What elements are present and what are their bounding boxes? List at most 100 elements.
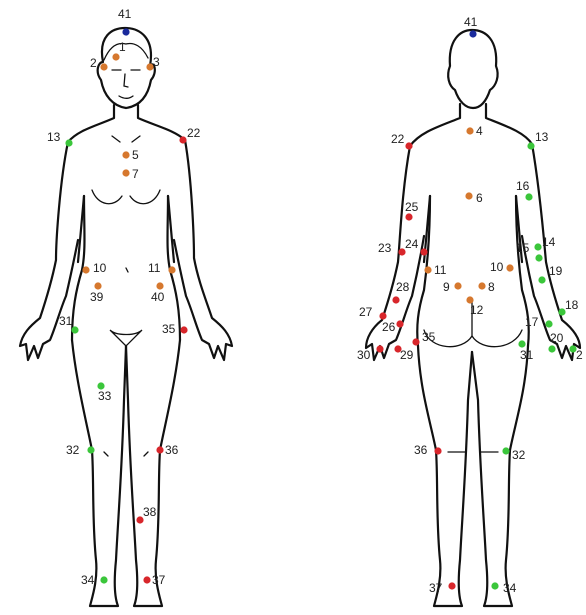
back-point-label-35: 35: [422, 330, 436, 344]
back-point-marker-20: [548, 345, 555, 352]
back-point-label-14: 14: [542, 235, 556, 249]
back-point-marker-35: [412, 338, 419, 345]
back-point-marker-13: [527, 142, 534, 149]
front-point-label-1: 1: [119, 40, 126, 54]
back-point-label-16: 16: [516, 179, 530, 193]
back-point-label-37: 37: [429, 581, 443, 595]
back-point-marker-25: [405, 213, 412, 220]
front-point-label-7: 7: [132, 167, 139, 181]
back-point-label-29: 29: [400, 348, 414, 362]
front-point-marker-22: [179, 136, 186, 143]
back-point-label-20: 20: [550, 331, 564, 345]
back-point-marker-37: [448, 582, 455, 589]
back-point-marker-34: [491, 582, 498, 589]
back-point-marker-36: [434, 447, 441, 454]
back-point-label-9: 9: [443, 280, 450, 294]
front-point-label-34: 34: [81, 573, 95, 587]
back-point-label-36: 36: [414, 443, 428, 457]
front-point-label-3: 3: [153, 55, 160, 69]
front-point-label-32: 32: [66, 443, 80, 457]
back-point-label-19: 19: [549, 264, 563, 278]
back-point-label-34: 34: [503, 581, 517, 595]
front-point-label-10: 10: [93, 261, 107, 275]
back-point-marker-9: [454, 282, 461, 289]
back-point-label-11: 11: [434, 263, 447, 277]
back-point-label-32: 32: [512, 448, 526, 462]
back-point-label-26: 26: [382, 320, 396, 334]
back-point-label-8: 8: [488, 280, 495, 294]
back-point-marker-31: [518, 340, 525, 347]
back-point-label-27: 27: [359, 305, 373, 319]
front-point-marker-35: [180, 326, 187, 333]
front-point-label-40: 40: [151, 290, 165, 304]
back-point-marker-6: [465, 192, 472, 199]
front-point-marker-32: [87, 446, 94, 453]
front-point-marker-2: [100, 63, 107, 70]
front-point-label-13: 13: [47, 130, 61, 144]
front-point-label-5: 5: [132, 148, 139, 162]
front-figure: [20, 28, 232, 606]
back-point-label-2: 2: [576, 348, 583, 362]
back-point-label-18: 18: [565, 298, 579, 312]
back-point-label-24: 24: [405, 237, 419, 251]
back-point-marker-10: [506, 264, 513, 271]
front-point-label-11: 11: [148, 261, 161, 275]
back-point-label-41: 41: [464, 15, 478, 29]
back-point-marker-14: [534, 243, 541, 250]
front-point-label-31: 31: [59, 314, 73, 328]
front-point-marker-39: [94, 282, 101, 289]
front-point-marker-5: [122, 151, 129, 158]
back-point-label-4: 4: [476, 124, 483, 138]
back-point-marker-17: [545, 320, 552, 327]
back-point-marker-27: [379, 312, 386, 319]
front-point-marker-40: [156, 282, 163, 289]
back-point-label-17: 17: [525, 315, 539, 329]
front-point-label-38: 38: [143, 505, 157, 519]
front-point-marker-11: [168, 266, 175, 273]
back-point-marker-11: [424, 266, 431, 273]
front-point-marker-41: [122, 28, 129, 35]
back-point-marker-30: [376, 345, 383, 352]
front-point-label-37: 37: [152, 573, 166, 587]
front-point-marker-31: [71, 326, 78, 333]
back-point-marker-41: [469, 30, 476, 37]
back-point-marker-4: [466, 127, 473, 134]
back-point-marker-22: [405, 142, 412, 149]
back-point-label-13: 13: [535, 130, 549, 144]
back-point-markers: 41 4 22 13 6 16 25 23 24 15 14 11 10 19 28 9 8 18 12 27 17 26…: [357, 15, 583, 595]
back-point-label-12: 12: [470, 303, 484, 317]
back-point-label-25: 25: [405, 200, 419, 214]
back-point-label-15: 15: [516, 241, 530, 255]
back-point-marker-19: [538, 276, 545, 283]
front-point-marker-34: [100, 576, 107, 583]
back-point-label-28: 28: [396, 280, 410, 294]
front-point-label-39: 39: [90, 290, 104, 304]
front-point-label-22: 22: [187, 126, 201, 140]
front-point-marker-36: [156, 446, 163, 453]
back-point-label-23: 23: [378, 241, 392, 255]
back-point-label-30: 30: [357, 348, 371, 362]
back-point-marker-28: [392, 296, 399, 303]
front-point-label-36: 36: [165, 443, 179, 457]
back-point-label-6: 6: [476, 191, 483, 205]
back-point-marker-15: [535, 254, 542, 261]
front-point-label-33: 33: [98, 389, 112, 403]
front-point-marker-13: [65, 139, 72, 146]
front-point-label-2: 2: [90, 56, 97, 70]
back-point-label-31: 31: [520, 348, 534, 362]
front-point-label-41: 41: [118, 7, 132, 21]
back-point-marker-8: [478, 282, 485, 289]
front-point-marker-1: [112, 53, 119, 60]
back-point-label-10: 10: [490, 260, 504, 274]
back-figure: [366, 30, 580, 606]
back-point-marker-26: [396, 320, 403, 327]
front-point-marker-10: [82, 266, 89, 273]
back-point-marker-32: [502, 447, 509, 454]
back-point-marker-24: [420, 248, 427, 255]
back-point-marker-16: [525, 193, 532, 200]
front-point-marker-7: [122, 169, 129, 176]
back-point-label-22: 22: [391, 132, 405, 146]
front-point-label-35: 35: [162, 322, 176, 336]
front-point-markers: 41 1 2 3 13 22 5 7 10 11 39 40 31 35 33 32 36 38 34 37: [47, 7, 201, 587]
